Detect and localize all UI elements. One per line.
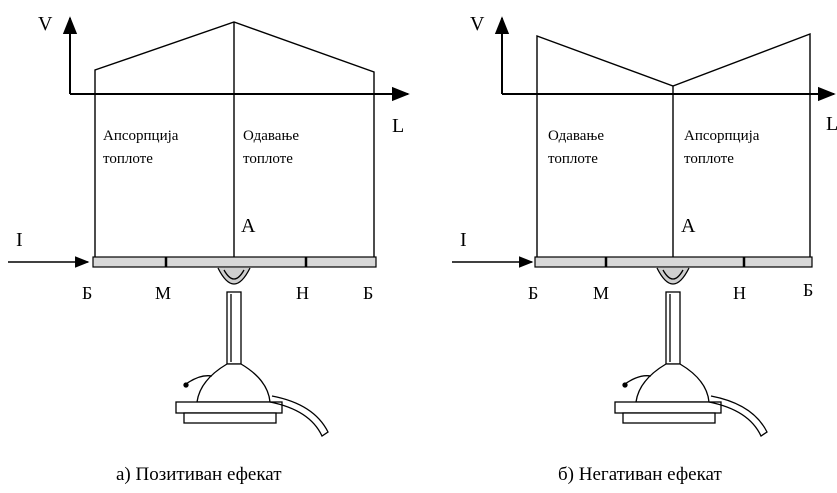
point-b-left-2: Б	[363, 283, 373, 303]
rail-bar-right	[534, 256, 813, 268]
point-a-right: A	[681, 215, 696, 237]
point-b-right-1: Б	[528, 283, 538, 303]
axis-v-label-left: V	[38, 13, 53, 35]
point-m-right: M	[593, 283, 609, 303]
junction-stand-right	[614, 267, 768, 437]
region-label-right-b-r: топлоте	[684, 151, 734, 167]
caption-right: б) Негативан ефекат	[558, 464, 722, 485]
panel-positive-effect: V L Апсорпција топлоте Одавање топлоте I…	[8, 13, 410, 485]
region-label-left-a-r: Одавање	[548, 128, 604, 144]
point-h-right: H	[733, 283, 746, 303]
axis-l-label-right: L	[826, 113, 837, 135]
point-a-left: A	[241, 215, 256, 237]
panel-negative-effect: V L Одавање топлоте Апсорпција топлоте I…	[452, 13, 837, 485]
rail-bar-left	[92, 256, 377, 268]
caption-left: а) Позитиван ефекат	[116, 464, 282, 485]
junction-stand-left	[175, 267, 329, 437]
region-label-right-a: Одавање	[243, 128, 299, 144]
point-b-right-2: Б	[803, 280, 813, 300]
region-label-left-b-r: топлоте	[548, 151, 598, 167]
axis-v-label-right: V	[470, 13, 485, 35]
region-label-left-b: топлоте	[103, 151, 153, 167]
region-label-right-a-r: Апсорпција	[684, 128, 760, 144]
region-label-left-a: Апсорпција	[103, 128, 179, 144]
current-label-right: I	[460, 229, 467, 251]
point-b-left-1: Б	[82, 283, 92, 303]
axis-l-label-left: L	[392, 115, 404, 137]
region-label-right-b: топлоте	[243, 151, 293, 167]
point-h-left: H	[296, 283, 309, 303]
current-label-left: I	[16, 229, 23, 251]
point-m-left: M	[155, 283, 171, 303]
